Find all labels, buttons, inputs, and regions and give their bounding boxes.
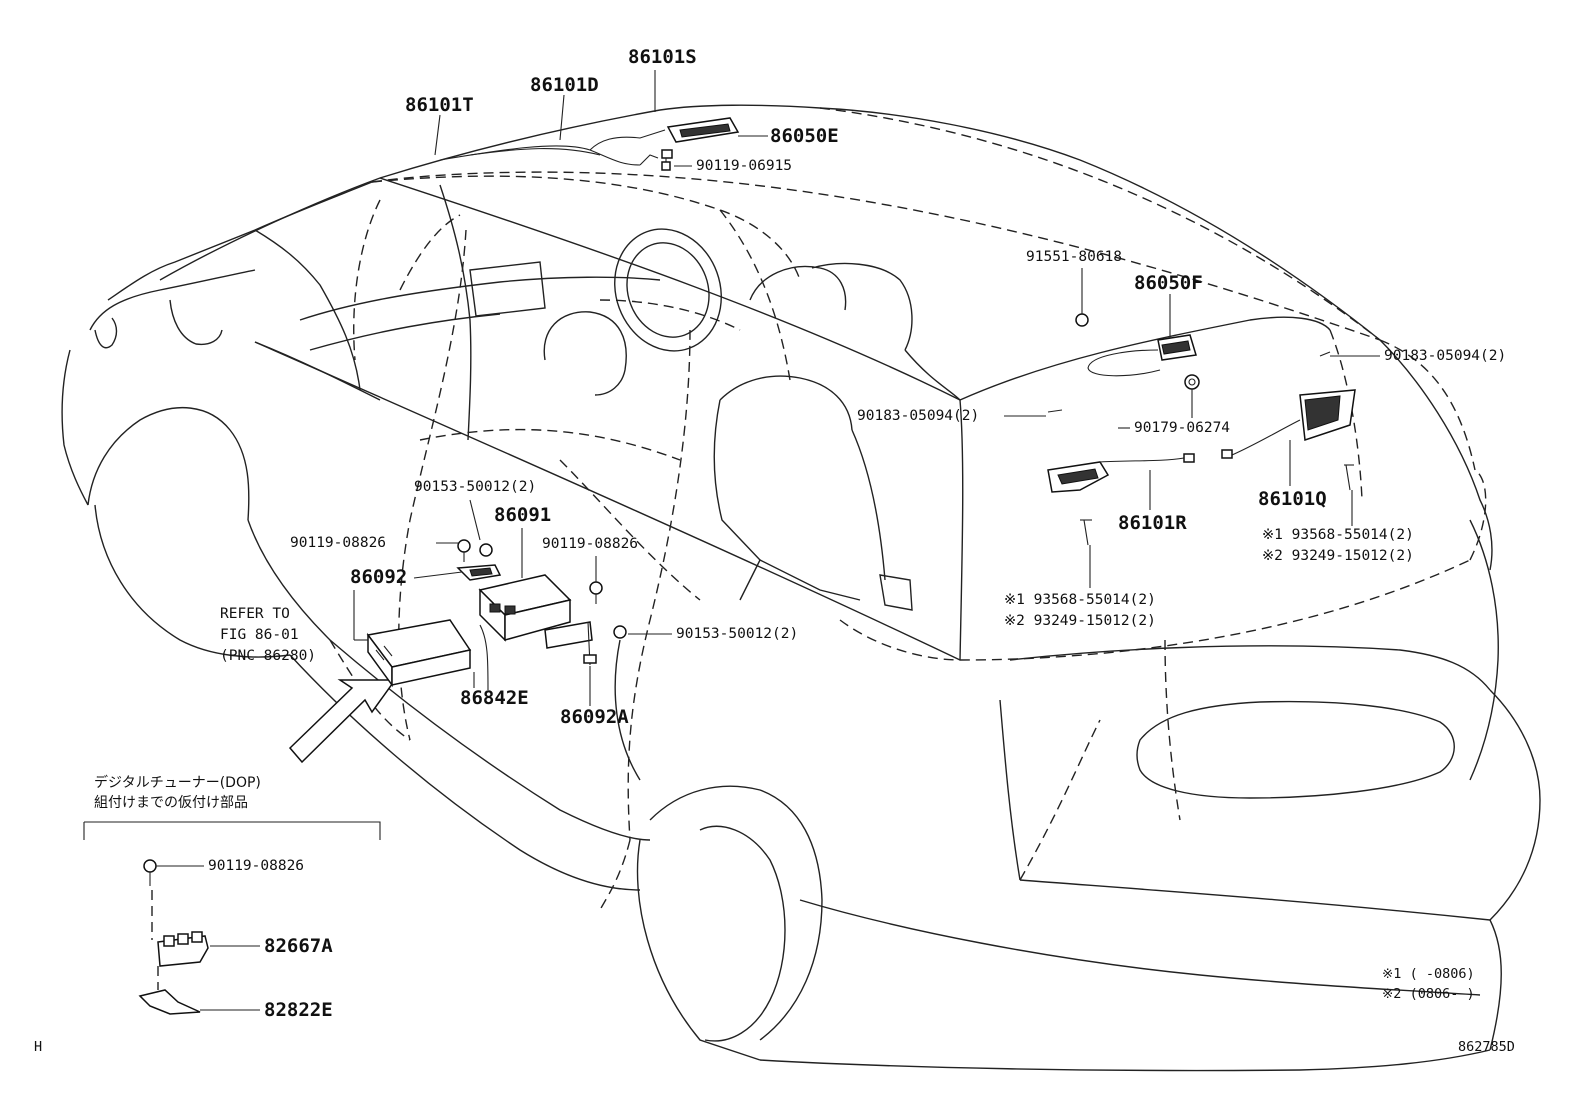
refer-text-line3: (PNC 86280) <box>220 648 317 664</box>
part-label-86101t[interactable]: 86101T <box>405 94 474 116</box>
part-label-86092[interactable]: 86092 <box>350 566 408 588</box>
inset-caption-line1: デジタルチューナー(DOP) <box>94 775 261 791</box>
part-label-86050e[interactable]: 86050E <box>770 125 839 147</box>
vehicle-body-outline <box>61 104 1541 1072</box>
footnote-2: ※2 (0806- ) <box>1382 986 1475 1002</box>
part-label-90153-50012-right[interactable]: 90153-50012(2) <box>676 626 799 642</box>
part-label-82822e[interactable]: 82822E <box>264 999 333 1021</box>
part-label-93249-15012-r[interactable]: ※2 93249-15012(2) <box>1004 613 1156 629</box>
part-label-82667a[interactable]: 82667A <box>264 935 333 957</box>
part-label-86091[interactable]: 86091 <box>494 504 552 526</box>
part-label-90183-05094-right[interactable]: 90183-05094(2) <box>1384 348 1507 364</box>
part-label-90119-08826-left[interactable]: 90119-08826 <box>290 535 387 551</box>
part-label-90183-05094-left[interactable]: 90183-05094(2) <box>857 408 980 424</box>
refer-text-line2: FIG 86-01 <box>220 627 299 643</box>
footnote-1: ※1 ( -0806) <box>1382 966 1475 982</box>
inset-parts <box>83 821 381 1015</box>
part-label-86101q[interactable]: 86101Q <box>1258 488 1327 510</box>
refer-arrow <box>288 679 397 764</box>
part-label-86050f[interactable]: 86050F <box>1134 272 1203 294</box>
part-label-86842e[interactable]: 86842E <box>460 687 529 709</box>
part-label-90119-08826-inset[interactable]: 90119-08826 <box>208 858 305 874</box>
part-label-93249-15012-q[interactable]: ※2 93249-15012(2) <box>1262 548 1414 564</box>
part-label-90179-06274[interactable]: 90179-06274 <box>1134 420 1231 436</box>
part-label-93568-55014-q[interactable]: ※1 93568-55014(2) <box>1262 527 1414 543</box>
inset-caption-line2: 組付けまでの仮付け部品 <box>94 795 248 811</box>
leader-lines <box>353 70 1380 706</box>
part-label-91551-80618[interactable]: 91551-80618 <box>1026 249 1123 265</box>
corner-mark: H <box>34 1039 43 1055</box>
part-label-86101s[interactable]: 86101S <box>628 46 697 68</box>
figure-code: 862785D <box>1458 1039 1515 1055</box>
part-label-86092a[interactable]: 86092A <box>560 706 629 728</box>
refer-text-line1: REFER TO <box>220 606 290 622</box>
part-label-93568-55014-r[interactable]: ※1 93568-55014(2) <box>1004 592 1156 608</box>
part-label-90119-08826-mid[interactable]: 90119-08826 <box>542 536 639 552</box>
part-label-90153-50012-top[interactable]: 90153-50012(2) <box>414 479 537 495</box>
hidden-lines <box>329 107 1487 911</box>
part-label-90119-06915[interactable]: 90119-06915 <box>696 158 793 174</box>
part-label-86101d[interactable]: 86101D <box>530 74 599 96</box>
part-label-86101r[interactable]: 86101R <box>1118 512 1187 534</box>
